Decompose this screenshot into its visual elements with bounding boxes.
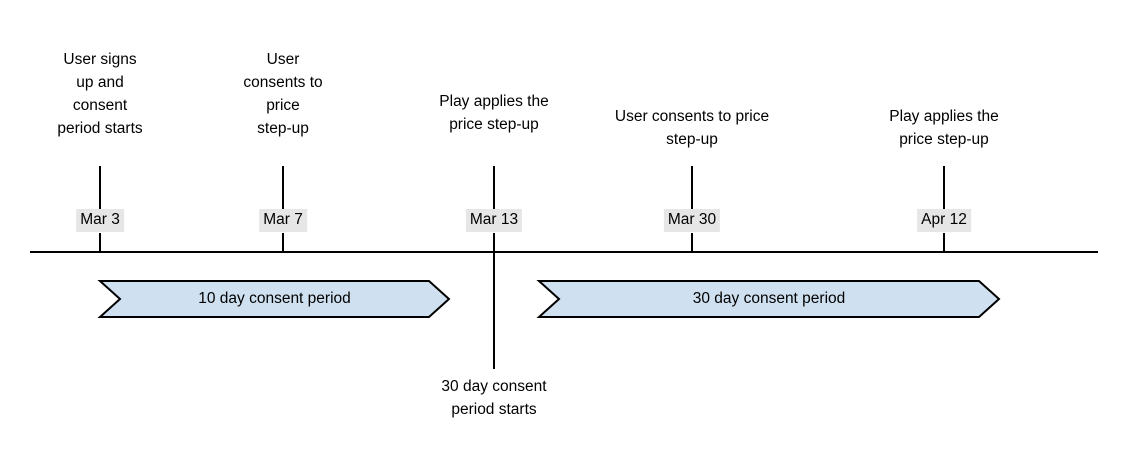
tick-line-lower-mar-3 [99, 233, 101, 252]
tick-line-upper-mar-7 [282, 166, 284, 210]
tick-line-upper-mar-30 [691, 166, 693, 210]
tick-line-lower-mar-30 [691, 233, 693, 252]
event-label-apr-12: Play applies the price step-up [889, 108, 999, 148]
event-label-mar-7: User consents to price step-up [243, 51, 323, 137]
tick-line-lower-apr-12 [943, 233, 945, 252]
bottom-annotation-30-day-consent-start: 30 day consent period starts [441, 378, 547, 418]
date-chip-mar-13: Mar 13 [465, 209, 523, 232]
tick-line-lower-mar-13 [493, 233, 495, 369]
date-chip-mar-30: Mar 30 [663, 209, 721, 232]
event-label-mar-3: User signs up and consent period starts [57, 51, 143, 137]
banner-chevron-shape-30-day [538, 280, 1000, 318]
date-chip-apr-12: Apr 12 [917, 209, 971, 232]
event-label-mar-13: Play applies the price step-up [439, 93, 549, 133]
date-chip-mar-3: Mar 3 [76, 209, 124, 232]
event-label-mar-30: User consents to price step-up [614, 108, 770, 148]
tick-line-lower-mar-7 [282, 233, 284, 252]
tick-line-upper-apr-12 [943, 166, 945, 210]
banner-10-day-consent-period: 10 day consent period [99, 280, 450, 318]
tick-line-upper-mar-3 [99, 166, 101, 210]
banner-30-day-consent-period: 30 day consent period [538, 280, 1000, 318]
timeline-axis [30, 251, 1098, 253]
banner-chevron-shape-10-day [99, 280, 450, 318]
date-chip-mar-7: Mar 7 [259, 209, 307, 232]
tick-line-upper-mar-13 [493, 166, 495, 210]
